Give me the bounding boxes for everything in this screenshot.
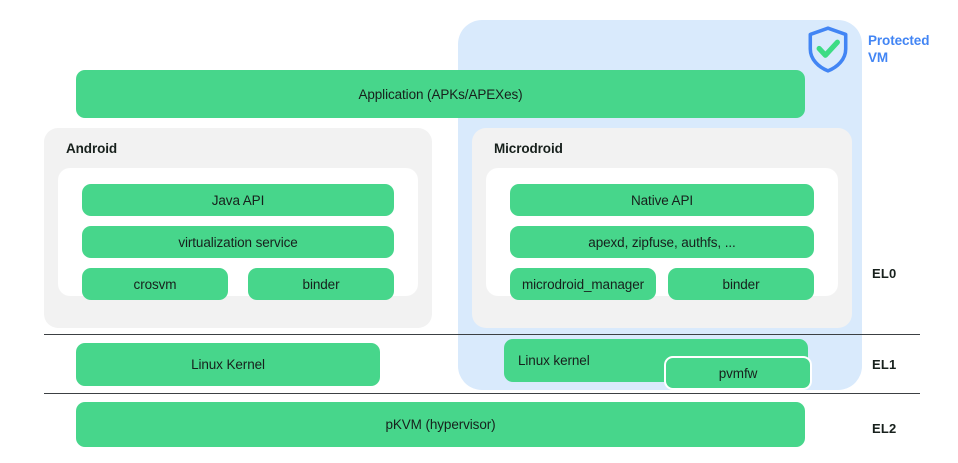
block-binder-microdroid: binder bbox=[668, 268, 814, 300]
protected-vm-label: Protected VM bbox=[868, 32, 954, 66]
block-virtualization-service: virtualization service bbox=[82, 226, 394, 258]
divider-el1-el2 bbox=[44, 393, 920, 394]
microdroid-panel-inner: Native API apexd, zipfuse, authfs, ... m… bbox=[486, 168, 838, 300]
block-pkvm-hypervisor: pKVM (hypervisor) bbox=[76, 402, 805, 447]
block-apexd-zipfuse-authfs: apexd, zipfuse, authfs, ... bbox=[510, 226, 814, 258]
protected-vm-label-line1: Protected bbox=[868, 33, 930, 48]
divider-el0-el1 bbox=[44, 334, 920, 335]
exception-level-label-el1: EL1 bbox=[872, 357, 897, 372]
block-java-api: Java API bbox=[82, 184, 394, 216]
android-panel: Android Java API virtualization service … bbox=[44, 128, 432, 328]
block-pvmfw: pvmfw bbox=[664, 356, 812, 390]
block-binder-android: binder bbox=[248, 268, 394, 300]
android-panel-title: Android bbox=[66, 141, 118, 156]
android-panel-inner: Java API virtualization service crosvm b… bbox=[58, 168, 418, 300]
microdroid-panel: Microdroid Native API apexd, zipfuse, au… bbox=[472, 128, 852, 328]
exception-level-label-el2: EL2 bbox=[872, 421, 897, 436]
microdroid-panel-title: Microdroid bbox=[494, 141, 563, 156]
exception-level-label-el0: EL0 bbox=[872, 266, 897, 281]
block-microdroid-manager: microdroid_manager bbox=[510, 268, 656, 300]
application-block: Application (APKs/APEXes) bbox=[76, 70, 805, 118]
block-crosvm: crosvm bbox=[82, 268, 228, 300]
protected-vm-label-line2: VM bbox=[868, 50, 889, 65]
shield-check-icon bbox=[803, 24, 853, 74]
block-host-linux-kernel: Linux Kernel bbox=[76, 343, 380, 386]
block-native-api: Native API bbox=[510, 184, 814, 216]
